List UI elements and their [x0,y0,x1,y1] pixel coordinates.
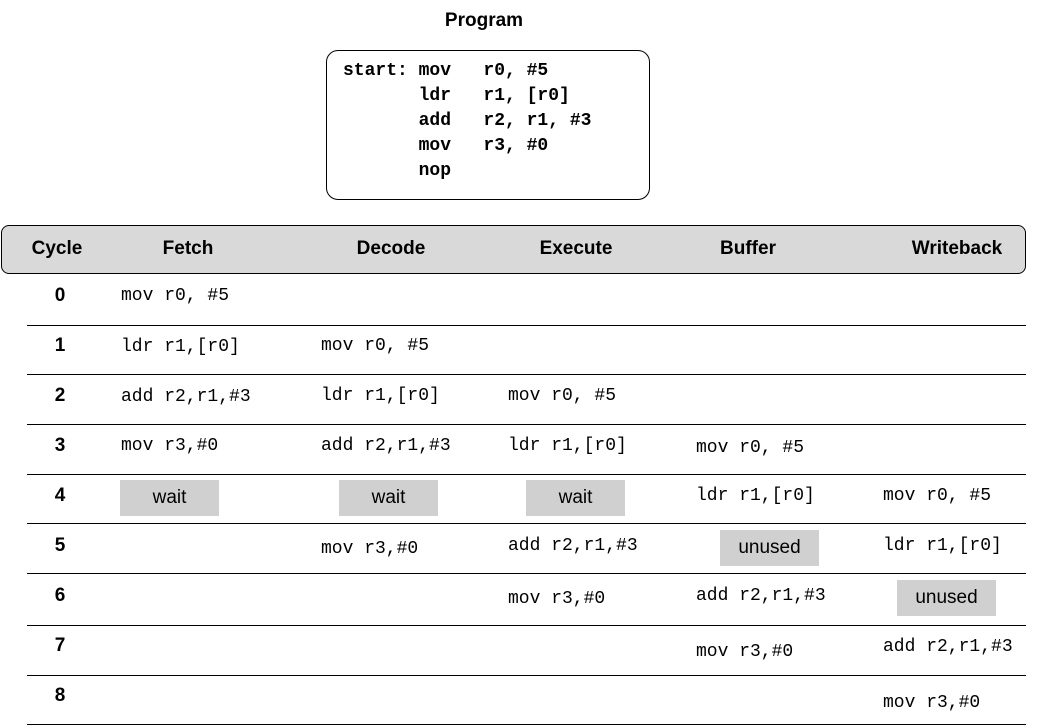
row-divider [27,424,1026,425]
decode-instruction: add r2,r1,#3 [321,436,451,456]
row-divider [27,573,1026,574]
decode-instruction: ldr r1,[r0] [321,386,440,406]
buffer-instruction: ldr r1,[r0] [696,486,815,506]
cycle-number: 6 [54,585,66,606]
code-line: ldr r1, [r0] [343,86,570,106]
unused-status-box: unused [897,580,996,616]
row-divider [27,625,1026,626]
cycle-number: 4 [54,485,66,506]
row-divider [27,474,1026,475]
cycle-number: 8 [54,685,66,706]
cycle-number: 3 [54,435,66,456]
writeback-instruction: add r2,r1,#3 [883,637,1013,657]
buffer-instruction: mov r3,#0 [696,642,794,662]
decode-instruction: mov r0, #5 [321,336,430,356]
header-buffer: Buffer [720,238,776,259]
decode-instruction: mov r3,#0 [321,539,419,559]
row-divider [27,325,1026,326]
wait-status-box: wait [339,480,438,516]
cycle-number: 2 [54,385,66,406]
cycle-number: 5 [54,535,66,556]
execute-instruction: add r2,r1,#3 [508,536,638,556]
fetch-instruction: add r2,r1,#3 [121,387,251,407]
execute-instruction: ldr r1,[r0] [508,436,627,456]
row-divider [27,675,1026,676]
execute-instruction: mov r3,#0 [508,589,606,609]
cycle-number: 1 [54,335,66,356]
cycle-number: 0 [54,285,66,306]
cycle-number: 7 [54,635,66,656]
writeback-instruction: mov r0, #5 [883,486,992,506]
row-divider [27,374,1026,375]
header-writeback: Writeback [911,238,1003,259]
code-line: nop [343,161,452,181]
code-line: add r2, r1, #3 [343,111,592,131]
writeback-instruction: ldr r1,[r0] [883,536,1002,556]
program-code-box: start: mov r0, #5 ldr r1, [r0] add r2, r… [326,50,650,200]
header-decode: Decode [356,238,426,259]
pipeline-header: Cycle Fetch Decode Execute Buffer Writeb… [1,225,1026,274]
row-divider [27,724,1026,725]
code-line: mov r3, #0 [343,136,549,156]
buffer-instruction: add r2,r1,#3 [696,586,826,606]
fetch-instruction: ldr r1,[r0] [121,337,240,357]
header-execute: Execute [539,238,613,259]
fetch-instruction: mov r0, #5 [121,286,230,306]
header-cycle: Cycle [31,238,83,259]
program-title: Program [444,10,524,31]
execute-instruction: mov r0, #5 [508,386,617,406]
code-line: start: mov r0, #5 [343,61,549,81]
writeback-instruction: mov r3,#0 [883,693,981,713]
wait-status-box: wait [120,480,219,516]
unused-status-box: unused [720,530,819,566]
fetch-instruction: mov r3,#0 [121,436,219,456]
header-fetch: Fetch [162,238,214,259]
buffer-instruction: mov r0, #5 [696,438,805,458]
row-divider [27,523,1026,524]
wait-status-box: wait [526,480,625,516]
